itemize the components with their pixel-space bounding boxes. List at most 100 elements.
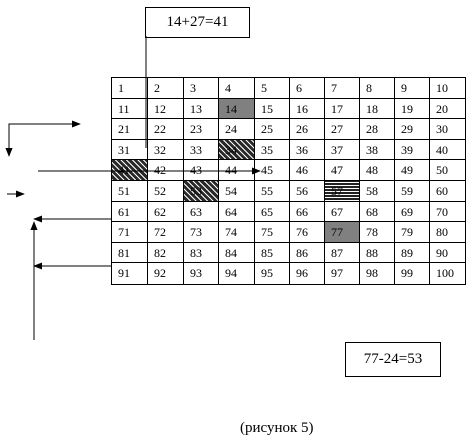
grid-cell-76: 76 (290, 222, 325, 243)
grid-cell-100: 100 (436, 266, 454, 281)
grid-cell-98: 98 (360, 263, 395, 284)
grid-cell-87: 87 (325, 242, 360, 264)
grid-cell-29: 29 (395, 119, 430, 140)
grid-cell-10: 10 (430, 78, 465, 99)
grid-cell-40: 40 (430, 140, 465, 161)
grid-cell-25: 25 (255, 119, 290, 140)
grid-cell-84: 84 (219, 242, 255, 264)
grid-cell-16: 16 (290, 98, 325, 120)
grid-cell-67: 67 (325, 201, 360, 223)
grid-cell-80: 80 (430, 222, 465, 243)
grid-cell-35: 35 (255, 139, 290, 161)
grid-cell-18: 18 (360, 98, 395, 120)
grid-cell-53: 53 (184, 180, 219, 202)
grid-cell-61: 61 (112, 201, 148, 223)
figure-caption: (рисунок 5) (240, 420, 314, 436)
grid-cell-26: 26 (290, 119, 325, 140)
grid-cell-51: 51 (112, 180, 148, 202)
grid-cell-27: 27 (325, 119, 360, 140)
grid-cell-3: 3 (184, 78, 219, 99)
grid-cell-75: 75 (255, 222, 290, 243)
grid-cell-60: 60 (430, 181, 465, 202)
grid-cell-57: 57 (325, 180, 360, 202)
grid-cell-1: 1 (112, 78, 148, 99)
grid-cell-36: 36 (290, 139, 325, 161)
grid-cell-77: 77 (325, 222, 360, 243)
grid-cell-9: 9 (395, 78, 430, 99)
grid-cell-65: 65 (255, 201, 290, 223)
grid-cell-97: 97 (325, 263, 360, 284)
grid-cell-93: 93 (184, 263, 219, 284)
grid-cell-82: 82 (148, 242, 184, 264)
grid-cell-47: 47 (325, 160, 360, 181)
grid-cell-74: 74 (219, 222, 255, 243)
grid-cell-2: 2 (148, 78, 184, 99)
grid-cell-68: 68 (360, 201, 395, 223)
grid-cell-46: 46 (290, 160, 325, 181)
grid-cell-49: 49 (395, 160, 430, 181)
grid-cell-64: 64 (219, 201, 255, 223)
grid-cell-30: 30 (430, 119, 465, 140)
grid-cell-69: 69 (395, 201, 430, 223)
formula-bottom: 77-24=53 (345, 342, 441, 377)
grid-cell-86: 86 (290, 242, 325, 264)
grid-cell-88: 88 (360, 242, 395, 264)
grid-cell-28: 28 (360, 119, 395, 140)
grid-cell-59: 59 (395, 180, 430, 202)
grid-cell-12: 12 (148, 98, 184, 120)
grid-cell-91: 91 (112, 263, 148, 284)
grid-cell-8: 8 (360, 78, 395, 99)
grid-cell-81: 81 (112, 242, 148, 264)
grid-cell-5: 5 (255, 78, 290, 99)
grid-cell-99: 99 (395, 263, 430, 284)
grid-cell-20: 20 (430, 99, 465, 120)
grid-cell-38: 38 (360, 139, 395, 161)
grid-cell-90: 90 (430, 243, 465, 264)
grid-cell-56: 56 (290, 180, 325, 202)
grid-cell-13: 13 (184, 98, 219, 120)
grid-cell-19: 19 (395, 98, 430, 120)
grid-cell-45: 45 (255, 160, 290, 181)
grid-cell-85: 85 (255, 242, 290, 264)
grid-cell-21: 21 (112, 119, 148, 140)
grid-cell-79: 79 (395, 222, 430, 243)
grid-cell-39: 39 (395, 139, 430, 161)
grid-cell-66: 66 (290, 201, 325, 223)
grid-cell-33: 33 (184, 139, 219, 161)
grid-cell-96: 96 (290, 263, 325, 284)
grid-cell-22: 22 (148, 119, 184, 140)
grid-cell-34: 34 (219, 139, 255, 161)
arrow-bracket-right (8, 120, 81, 150)
grid-cell-71: 71 (112, 222, 148, 243)
grid-cell-94: 94 (219, 263, 255, 284)
grid-cell-72: 72 (148, 222, 184, 243)
grid-cell-78: 78 (360, 222, 395, 243)
grid-cell-17: 17 (325, 98, 360, 120)
grid-cell-31: 31 (112, 139, 148, 161)
grid-cell-50: 50 (430, 160, 465, 181)
grid-cell-37: 37 (325, 139, 360, 161)
grid-cell-24: 24 (219, 119, 255, 140)
grid-cell-52: 52 (148, 180, 184, 202)
grid-cell-58: 58 (360, 180, 395, 202)
grid-cell-73: 73 (184, 222, 219, 243)
grid-cell-23: 23 (184, 119, 219, 140)
grid-cell-48: 48 (360, 160, 395, 181)
grid-cell-70: 70 (430, 202, 465, 223)
grid-cell-63: 63 (184, 201, 219, 223)
grid-cell-89: 89 (395, 242, 430, 264)
grid-cell-14: 14 (219, 98, 255, 120)
grid-cell-54: 54 (219, 180, 255, 202)
grid-cell-62: 62 (148, 201, 184, 223)
grid-cell-11: 11 (112, 98, 148, 120)
grid-cell-92: 92 (148, 263, 184, 284)
grid-cell-7: 7 (325, 78, 360, 99)
grid-cell-4: 4 (219, 78, 255, 99)
grid-cell-95: 95 (255, 263, 290, 284)
grid-cell-55: 55 (255, 180, 290, 202)
grid-cell-32: 32 (148, 139, 184, 161)
formula-top: 14+27=41 (145, 7, 250, 38)
grid-cell-15: 15 (255, 98, 290, 120)
